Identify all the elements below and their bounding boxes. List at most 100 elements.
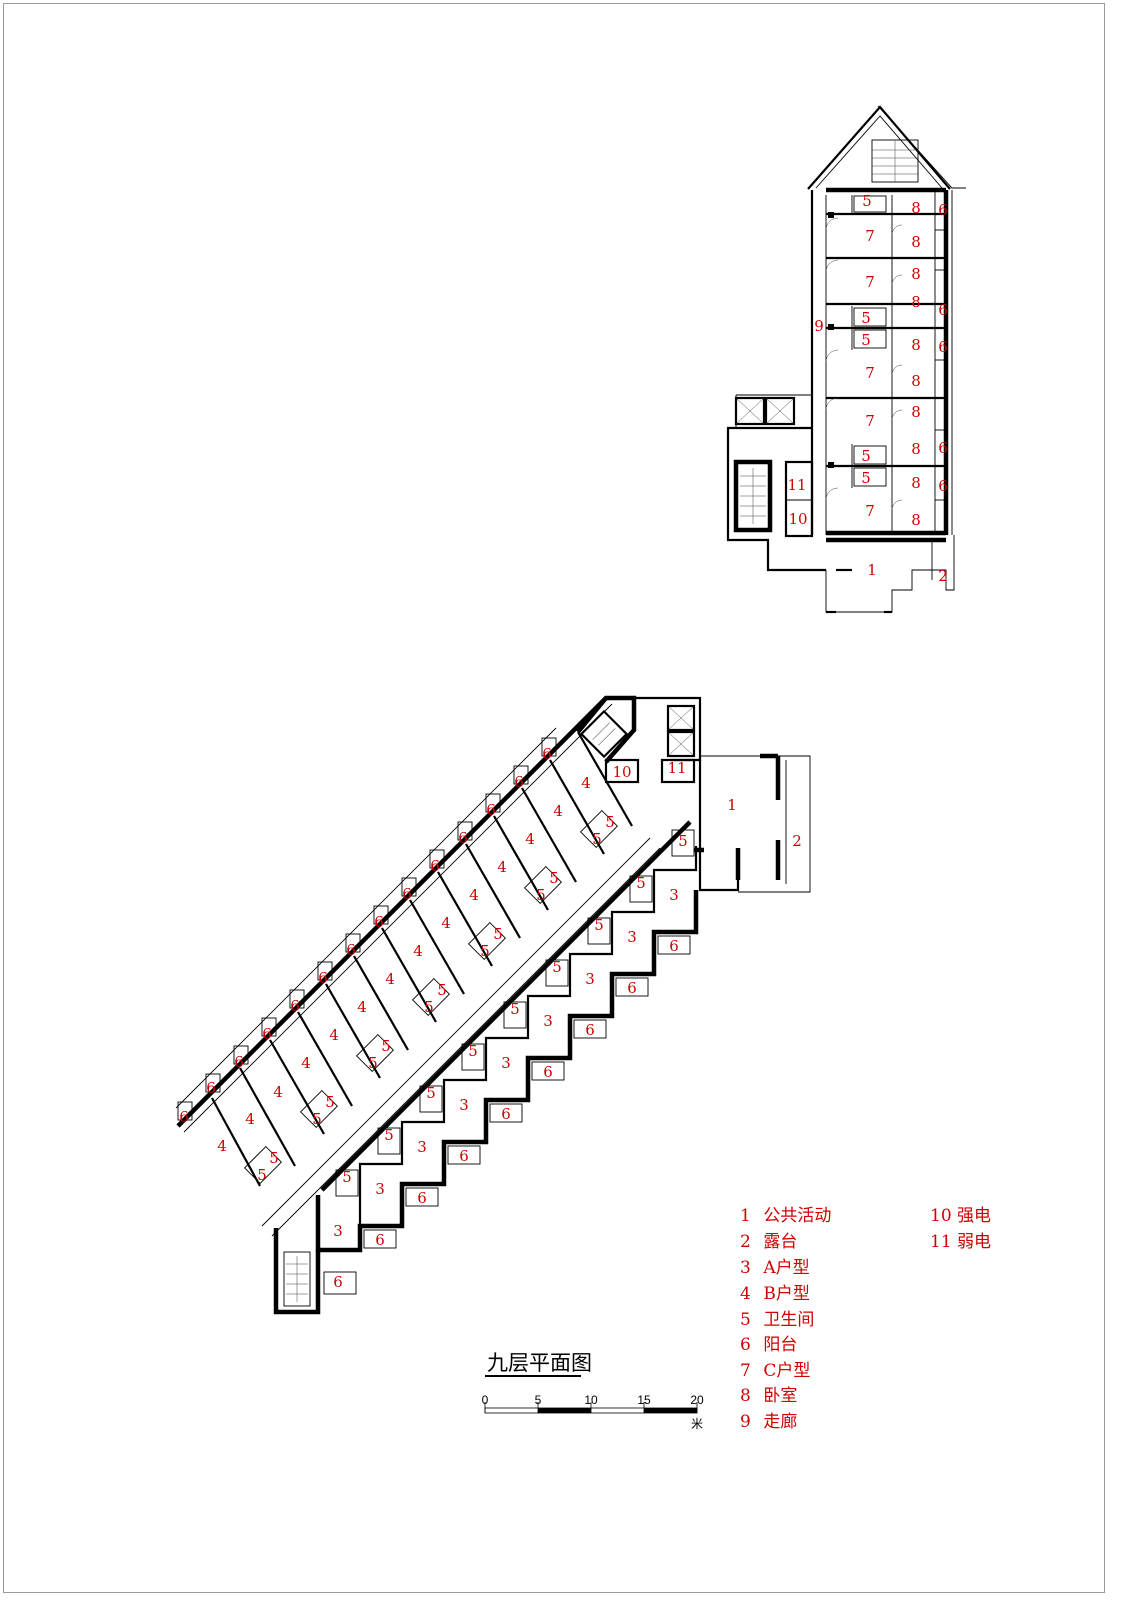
room-label: 6 (417, 1189, 427, 1207)
room-label: 10 (612, 763, 631, 781)
room-label: 6 (669, 937, 679, 955)
room-label: 6 (542, 745, 552, 763)
upper-partitions (826, 195, 946, 536)
lower-public (694, 753, 811, 893)
scale-tick-label: 0 (482, 1393, 489, 1407)
room-label: 8 (911, 440, 921, 458)
room-label: 5 (257, 1166, 267, 1184)
upper-wing (726, 105, 966, 614)
room-label: 5 (368, 1054, 378, 1072)
room-label: 4 (441, 914, 451, 932)
room-label: 8 (911, 474, 921, 492)
room-label: 7 (865, 412, 875, 430)
room-label: 5 (594, 916, 604, 934)
b-unit-walls (211, 731, 633, 1187)
room-label: 6 (402, 885, 412, 903)
b-unit-baths (243, 809, 619, 1185)
room-label: 6 (486, 801, 496, 819)
legend-item: 4 B户型 (740, 1284, 810, 1304)
lower-wing (175, 695, 811, 1315)
room-label: 2 (938, 567, 948, 585)
room-label: 6 (234, 1053, 244, 1071)
room-label: 5 (384, 1126, 394, 1144)
room-label: 5 (480, 942, 490, 960)
room-label: 6 (938, 439, 948, 457)
legend-item: 2 露台 (740, 1232, 798, 1252)
lower-left-stair (273, 1228, 321, 1315)
room-label: 8 (911, 199, 921, 217)
room-label: 6 (290, 997, 300, 1015)
room-label: 5 (861, 331, 871, 349)
room-label: 6 (179, 1108, 189, 1126)
scale-tick-label: 10 (584, 1393, 598, 1407)
room-label: 5 (605, 813, 615, 831)
sheet-border (3, 3, 1105, 1593)
room-label: 4 (553, 802, 563, 820)
room-label: 6 (501, 1105, 511, 1123)
room-label: 5 (861, 447, 871, 465)
upper-doors (825, 217, 903, 511)
drawing-title: 九层平面图 (487, 1351, 592, 1375)
room-label: 5 (861, 309, 871, 327)
room-labels-lower: 10 11 1 2 6 6 6 6 6 6 6 6 6 6 6 6 6 6 4 … (179, 745, 802, 1291)
room-label: 8 (911, 293, 921, 311)
room-label: 6 (262, 1025, 272, 1043)
room-label: 5 (536, 886, 546, 904)
upper-public (825, 535, 955, 614)
room-label: 4 (525, 830, 535, 848)
room-label: 5 (636, 874, 646, 892)
room-label: 3 (501, 1054, 511, 1072)
b-unit-balconies (175, 727, 557, 1121)
scale-tick-label: 5 (535, 1393, 542, 1407)
room-label: 4 (329, 1026, 339, 1044)
scale-bar: 0 5 10 15 20 米 (482, 1393, 704, 1431)
room-label: 4 (217, 1137, 227, 1155)
room-label: 2 (792, 832, 802, 850)
room-label: 1 (867, 561, 877, 579)
legend-item: 10 强电 (930, 1206, 992, 1226)
room-label: 3 (669, 886, 679, 904)
room-label: 5 (493, 925, 503, 943)
room-label: 6 (374, 913, 384, 931)
room-label: 4 (581, 774, 591, 792)
legend-item: 8 卧室 (740, 1386, 798, 1406)
room-labels-upper: 5 8 6 7 8 7 8 8 6 5 9 5 8 6 7 8 8 7 8 6 … (787, 192, 947, 585)
room-label: 5 (861, 469, 871, 487)
room-label: 7 (865, 364, 875, 382)
room-label: 5 (592, 830, 602, 848)
room-label: 6 (938, 201, 948, 219)
room-label: 6 (459, 1147, 469, 1165)
legend-item: 11 弱电 (930, 1232, 992, 1252)
legend-item: 9 走廊 (740, 1412, 798, 1432)
room-label: 3 (585, 970, 595, 988)
a-units (315, 829, 699, 1295)
room-label: 5 (862, 192, 872, 210)
room-label: 4 (413, 942, 423, 960)
room-label: 6 (430, 857, 440, 875)
room-label: 5 (437, 981, 447, 999)
room-label: 6 (318, 969, 328, 987)
room-label: 11 (667, 759, 686, 777)
room-label: 10 (788, 510, 807, 528)
room-label: 4 (469, 886, 479, 904)
room-label: 5 (269, 1149, 279, 1167)
room-label: 5 (468, 1042, 478, 1060)
room-label: 8 (911, 336, 921, 354)
scale-unit-label: 米 (691, 1417, 703, 1431)
room-label: 5 (549, 869, 559, 887)
room-label: 4 (245, 1110, 255, 1128)
room-label: 4 (385, 970, 395, 988)
room-label: 5 (678, 832, 688, 850)
room-label: 6 (938, 477, 948, 495)
room-label: 5 (342, 1168, 352, 1186)
room-label: 5 (552, 958, 562, 976)
room-label: 5 (424, 998, 434, 1016)
room-label: 5 (381, 1037, 391, 1055)
room-label: 6 (938, 338, 948, 356)
top-stair (871, 139, 919, 183)
room-label: 3 (333, 1222, 343, 1240)
room-label: 11 (787, 476, 806, 494)
room-label: 5 (510, 1000, 520, 1018)
room-label: 7 (865, 227, 875, 245)
